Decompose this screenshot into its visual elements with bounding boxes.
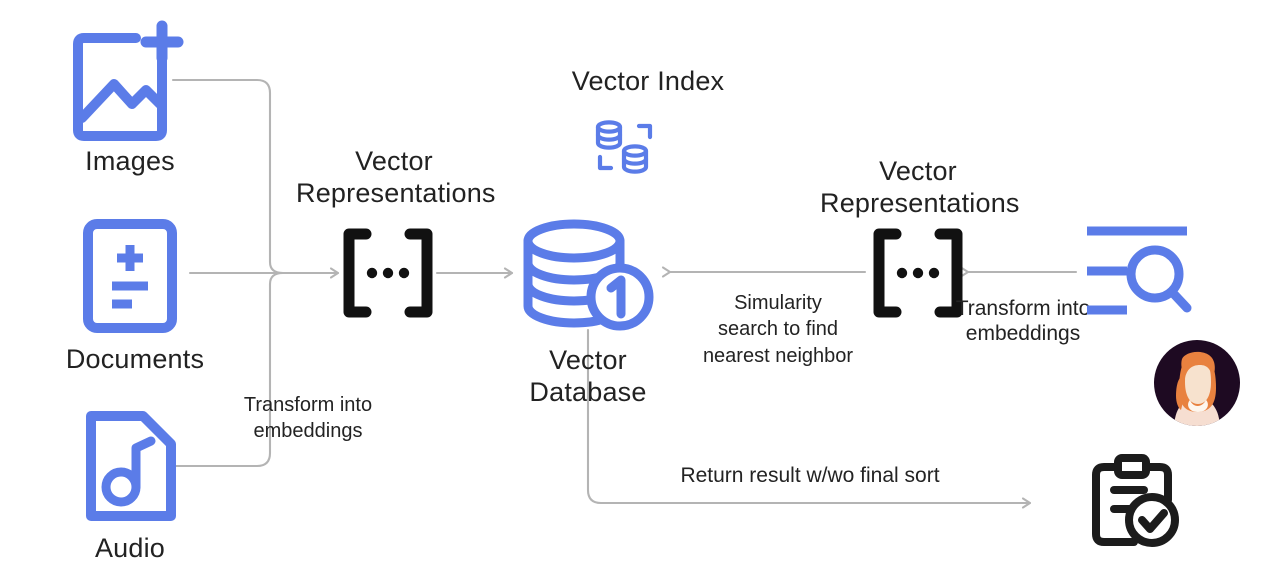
edge-label-similarity: Simularity search to find nearest neighb… <box>702 292 854 367</box>
database-badge-icon <box>523 219 654 331</box>
node-audio[interactable] <box>85 410 177 522</box>
node-vector-rep-left-label: Vector Representations <box>296 146 496 208</box>
node-audio-label: Audio <box>94 533 166 563</box>
vector-index-icon <box>595 120 653 174</box>
wire-audio-to-trunk <box>171 282 272 468</box>
node-vector-database[interactable] <box>518 218 658 334</box>
audio-file-icon <box>86 411 176 521</box>
edge-label-return: Return result w/wo final sort <box>680 464 940 487</box>
vector-brackets-icon <box>343 228 433 318</box>
node-vector-index[interactable] <box>592 116 658 178</box>
search-list-icon <box>1087 226 1192 315</box>
node-images-label: Images <box>85 146 175 176</box>
node-query[interactable] <box>1082 222 1192 326</box>
user-avatar <box>1154 340 1240 426</box>
node-documents[interactable] <box>82 218 178 334</box>
node-user[interactable] <box>1152 338 1242 428</box>
node-vector-database-label: Vector Database <box>529 345 647 407</box>
vector-brackets-icon <box>873 228 963 318</box>
edge-label-transform-right: Transform into embeddings <box>955 297 1091 345</box>
edge-label-transform-left: Transform into embeddings <box>243 394 373 443</box>
wire-images-to-trunk <box>171 78 272 264</box>
node-vector-rep-left[interactable] <box>340 226 436 320</box>
node-vector-rep-right-label: Vector Representations <box>820 156 1020 218</box>
node-images[interactable] <box>70 20 184 141</box>
wire-trunk-top-curve <box>268 260 285 275</box>
document-icon <box>83 219 177 333</box>
node-result[interactable] <box>1082 452 1182 552</box>
node-vector-index-label: Vector Index <box>571 66 725 96</box>
node-documents-label: Documents <box>65 344 205 374</box>
clipboard-check-icon <box>1092 454 1179 547</box>
arrow-database-to-result <box>586 328 1032 509</box>
node-vector-rep-right[interactable] <box>870 226 966 320</box>
image-plus-icon <box>73 20 184 141</box>
wire-trunk-bottom-curve <box>268 271 285 286</box>
